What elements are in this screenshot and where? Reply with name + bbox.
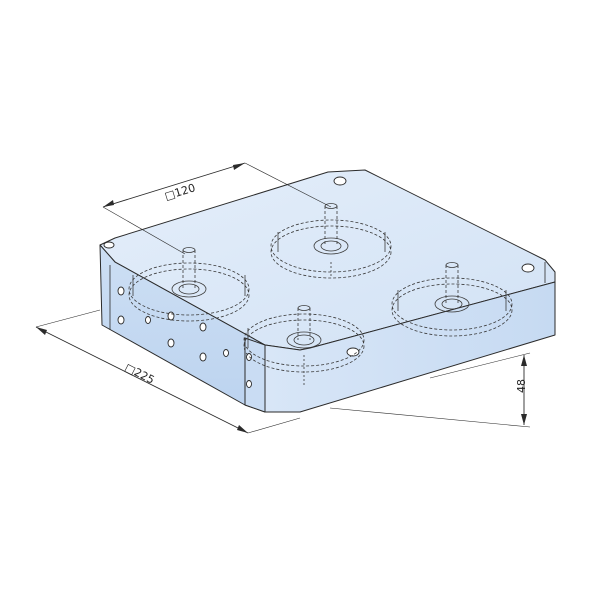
hole xyxy=(145,316,151,324)
dimension-height xyxy=(329,352,531,428)
dimension-label-top-spacing: □120 xyxy=(163,181,197,203)
dimension-label-side-length: □225 xyxy=(123,361,157,387)
clamping-modules xyxy=(128,203,513,385)
clamping-module-left xyxy=(128,247,250,322)
hole xyxy=(117,286,125,296)
hole xyxy=(103,241,115,249)
clamping-module-back xyxy=(270,203,392,279)
plate-side-face xyxy=(264,281,556,413)
top-corner-holes xyxy=(103,176,535,357)
dimension-label-height: 48 xyxy=(515,379,528,393)
hole xyxy=(223,349,229,357)
hole xyxy=(521,263,535,273)
dimension-side-length xyxy=(35,309,301,434)
hole xyxy=(246,380,252,388)
clamping-module-front xyxy=(243,305,365,385)
hole xyxy=(333,176,347,186)
dimension-top-spacing xyxy=(102,162,332,255)
hole xyxy=(346,347,360,357)
hole xyxy=(117,315,125,325)
clamping-module-right xyxy=(391,262,513,337)
plate-body xyxy=(99,169,556,413)
hole xyxy=(167,338,175,348)
plate-corner-chamfer xyxy=(244,337,266,413)
front-face-holes xyxy=(117,286,252,388)
hole xyxy=(199,322,207,332)
hole xyxy=(199,352,207,362)
